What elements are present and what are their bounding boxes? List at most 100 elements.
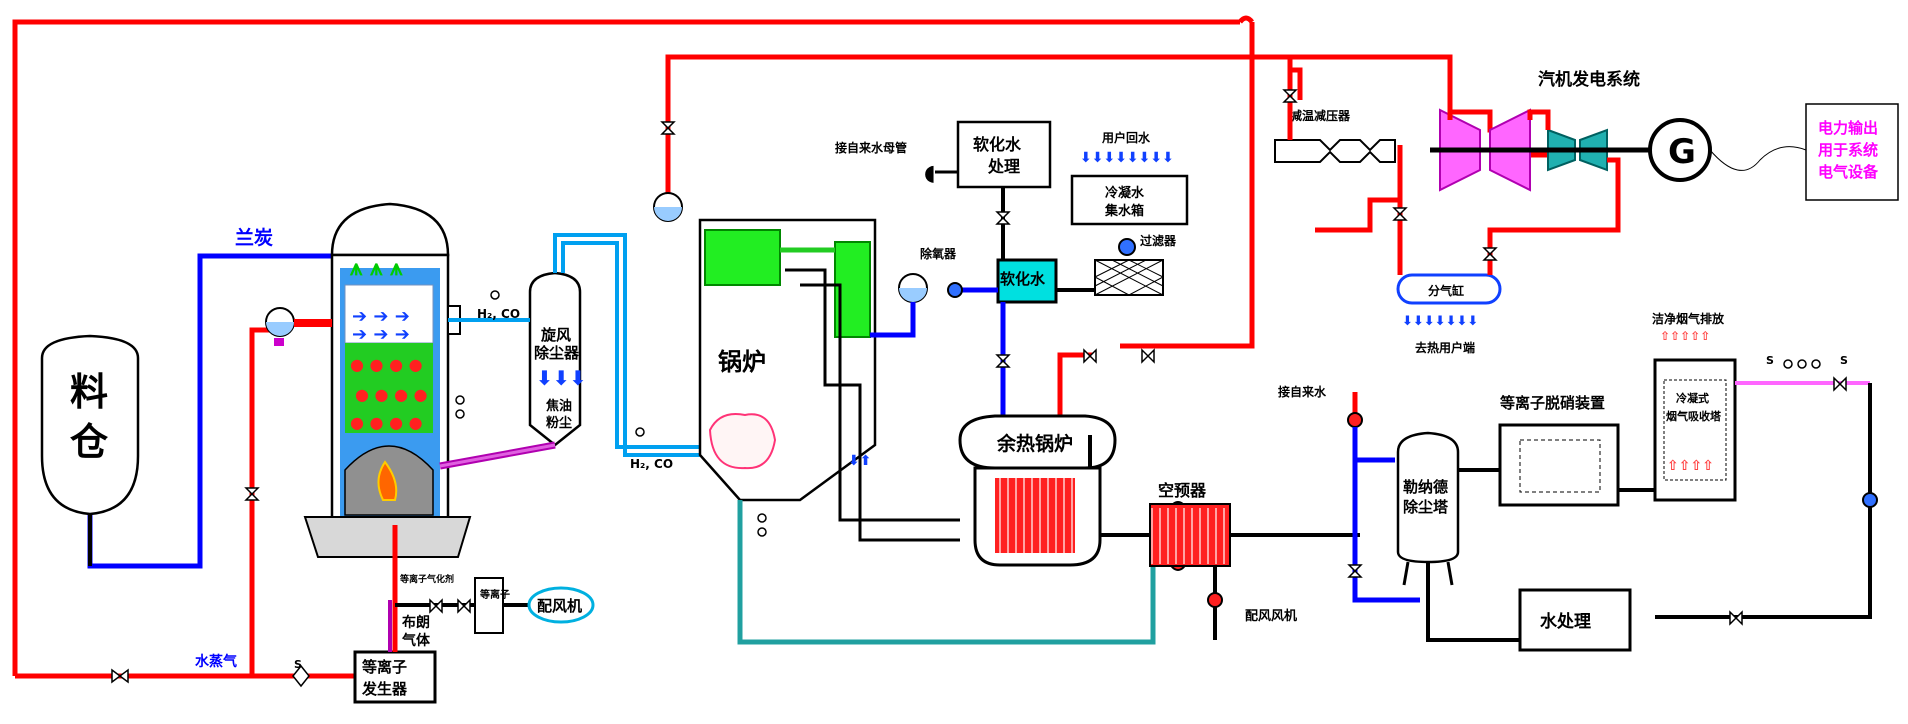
deaerator-label: 除氧器 <box>920 246 957 261</box>
gasifier-pump <box>265 307 332 346</box>
valve-icon <box>995 354 1011 368</box>
plasma-denox: 等离子脱硝装置 <box>1498 394 1655 507</box>
gasifier: ⩚ ⩚ ⩚ ➔ ➔ ➔ ➔ ➔ ➔ ● ● ● ● ● ● ● ● ● ● ● … <box>303 202 472 558</box>
output-label-3: 电气设备 <box>1818 163 1879 181</box>
valve-icon <box>1083 348 1097 364</box>
cyclone-label-2: 除尘器 <box>534 344 580 362</box>
ember-dots-icon-2: ● ● ● ● <box>355 385 428 404</box>
turbine-system: 汽机发电系统 G 电力输出 用于系统 电气设备 <box>1430 69 1899 240</box>
feed-silo: 料 仓 <box>40 334 140 566</box>
brown-label-2: 气体 <box>401 632 431 649</box>
lantan-label: 兰炭 <box>235 226 273 249</box>
desuper-label: 减温减压器 <box>1290 108 1351 123</box>
gen-label-2: 发生器 <box>361 680 408 698</box>
clean-flue-label: 洁净烟气排放 <box>1652 311 1725 326</box>
return-water-label: 用户回水 <box>1101 130 1151 145</box>
condensate-tank: 用户回水 ⬇⬇⬇⬇⬇⬇⬇⬇ 冷凝水 集水箱 过滤器 <box>1070 130 1189 296</box>
tap-pipe-icon: ◖ <box>924 161 936 186</box>
water-treat-label: 水处理 <box>1540 611 1591 632</box>
s-tag-2: S <box>1766 354 1774 367</box>
scrubber-label-1: 勒纳德 <box>1403 478 1448 496</box>
tap-pipe-label: 接自来水母管 <box>835 140 907 155</box>
valve-icon <box>1141 348 1155 364</box>
generator-label: G <box>1668 132 1696 172</box>
cyclone: 旋风 除尘器 ⬇⬇⬇ 焦油 粉尘 <box>528 271 586 447</box>
valve-icon <box>292 664 310 688</box>
valves <box>111 89 1847 688</box>
tar-arrows-icon: ⬇⬇⬇ <box>536 366 586 390</box>
gas-arrows-icon: ➔ ➔ ➔ <box>352 306 410 327</box>
fan-right-label: 配风风机 <box>1245 608 1297 624</box>
clean-flue-arrows-icon: ⇧⇧⇧⇧⇧ <box>1660 329 1710 343</box>
green-nozzle-icon: ⩚ ⩚ ⩚ <box>349 256 403 281</box>
s-tag-3: S <box>1840 354 1848 367</box>
valve-icon <box>995 211 1011 225</box>
silo-label-1: 料 <box>70 370 108 414</box>
tar-label-2: 粉尘 <box>546 415 572 431</box>
tar-label-1: 焦油 <box>545 398 572 414</box>
scrubber-tower: 接自来水 勒纳德 除尘塔 <box>1278 384 1520 642</box>
brown-label-1: 布朗 <box>402 614 430 631</box>
airheater-label: 空预器 <box>1158 481 1207 500</box>
valve-icon <box>1482 247 1498 261</box>
tower-label-1: 冷凝式 <box>1676 391 1709 405</box>
valve-icon <box>1282 89 1298 103</box>
output-label-1: 电力输出 <box>1818 119 1878 137</box>
cyclone-label-1: 旋风 <box>540 326 571 344</box>
soft-proc-label-1: 软化水 <box>973 135 1022 154</box>
cond-label-1: 冷凝水 <box>1105 185 1145 201</box>
s-tag: S <box>294 658 302 671</box>
valve-icon <box>1729 610 1743 626</box>
soft-proc-label-2: 处理 <box>987 157 1020 176</box>
filter-label: 过滤器 <box>1140 233 1177 248</box>
turbine-title: 汽机发电系统 <box>1538 69 1640 90</box>
tower-label-2: 烟气吸收塔 <box>1666 409 1722 423</box>
distributor-arrows-icon: ⬇⬇⬇⬇⬇⬇⬇ <box>1402 314 1478 329</box>
scrubber-label-2: 除尘塔 <box>1403 498 1449 516</box>
boiler-steam-drum <box>653 192 683 222</box>
output-label-2: 用于系统 <box>1818 141 1878 159</box>
valve-icon <box>1833 376 1847 392</box>
distributor-label: 分气缸 <box>1428 283 1464 298</box>
boiler-label: 锅炉 <box>718 348 766 376</box>
absorption-tower: 洁净烟气排放 ⇧⇧⇧⇧⇧ 冷凝式 烟气吸收塔 ⇧⇧⇧⇧ <box>1652 311 1878 619</box>
desuperheater: 减温减压器 <box>1274 57 1396 163</box>
heat-users-label: 去热用户端 <box>1415 340 1475 355</box>
tower-arrows-icon: ⇧⇧⇧⇧ <box>1667 458 1714 474</box>
air-preheater: 空预器 配风风机 <box>1100 481 1360 640</box>
valve-icon <box>1392 207 1408 221</box>
ember-dots-icon: ● ● ● ● <box>350 355 423 374</box>
valve-icon <box>1347 564 1363 578</box>
soft-water-label: 软化水 <box>1000 270 1046 288</box>
valve-icon <box>244 487 260 501</box>
soft-water-treatment: 软化水 处理 接自来水母管 ◖ <box>835 120 1052 189</box>
whb-label: 余热锅炉 <box>996 432 1073 455</box>
waste-heat-boiler: 余热锅炉 <box>958 414 1117 567</box>
h2co-label-1: H₂, CO <box>477 307 520 321</box>
plasma-box-label: 等离子 <box>480 588 510 601</box>
deaerator: 除氧器 <box>870 246 963 338</box>
valve-icon <box>111 668 129 684</box>
denox-label: 等离子脱硝装置 <box>1500 394 1605 412</box>
gas-arrows-icon-2: ➔ ➔ ➔ <box>352 324 410 345</box>
h2co-label-2: H₂, CO <box>630 457 673 471</box>
valve-icon <box>457 598 471 614</box>
water-treatment: 水处理 <box>1518 588 1632 652</box>
ember-dots-icon-3: ● ● ● ● <box>350 413 423 432</box>
boiler: 锅炉 ⬇⬆ <box>698 218 960 542</box>
gen-label-1: 等离子 <box>362 658 407 676</box>
valve-icon <box>429 598 443 614</box>
cond-label-2: 集水箱 <box>1104 203 1144 219</box>
fan-left-label: 配风机 <box>537 597 582 615</box>
steam-label: 水蒸气 <box>195 653 237 670</box>
plasma-gas-label: 等离子气化剂 <box>399 573 454 585</box>
syngas-lines: H₂, CO H₂, CO <box>439 233 700 471</box>
instrument-gauges <box>1783 359 1821 369</box>
plasma-generator: 等离子 发生器 等离子气化剂 等离子 配风机 布朗 气体 水蒸气 S S S <box>195 354 1848 704</box>
return-arrows-icon: ⬇⬇⬇⬇⬇⬇⬇⬇ <box>1080 150 1174 166</box>
silo-label-2: 仓 <box>70 420 109 464</box>
boiler-inlet-arrows-icon: ⬇⬆ <box>848 453 871 469</box>
tap-water-label: 接自来水 <box>1278 384 1327 399</box>
valve-icon <box>660 121 676 135</box>
